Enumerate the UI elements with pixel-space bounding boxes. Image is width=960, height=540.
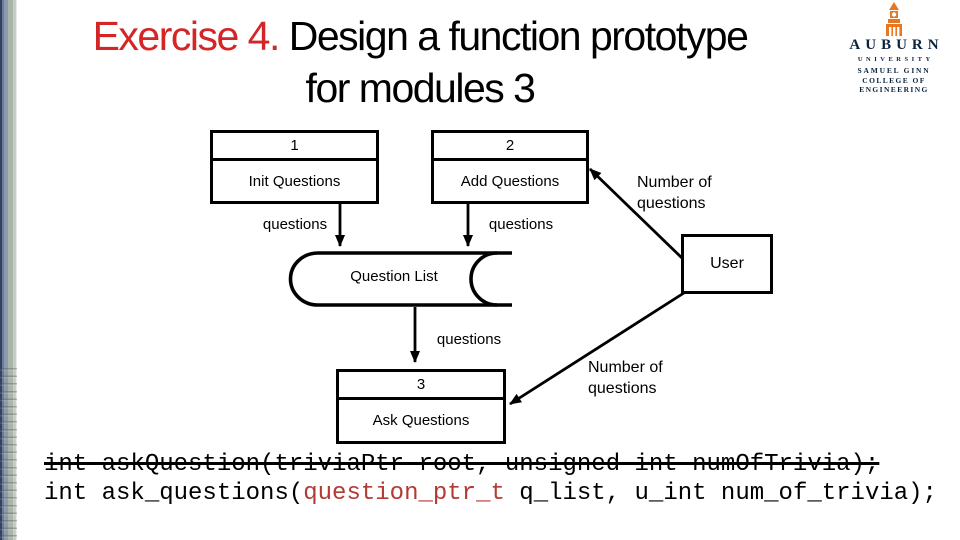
samford-tower-icon — [886, 2, 902, 36]
logo-college-line2: COLLEGE OF ENGINEERING — [859, 76, 929, 94]
code-block: int askQuestion(triviaPtr root, unsigned… — [44, 451, 954, 508]
external-entity-user: User — [681, 234, 773, 294]
process-name: Init Questions — [248, 172, 341, 190]
logo-university-sub: UNIVERSITY — [857, 56, 934, 63]
process-name: Add Questions — [460, 172, 560, 190]
slide-title: Exercise 4. Design a function prototype … — [30, 10, 810, 114]
auburn-logo: AUBURN UNIVERSITY SAMUEL GINN COLLEGE OF… — [828, 2, 960, 94]
code-new-prefix: int ask_questions( — [44, 479, 304, 507]
process-number: 1 — [213, 133, 376, 161]
process-number: 3 — [339, 372, 503, 400]
title-accent: Exercise 4. — [92, 13, 281, 59]
flow-label-questions-ask: questions — [436, 331, 502, 348]
left-border-ridges — [0, 368, 17, 540]
process-name: Ask Questions — [372, 412, 470, 429]
process-number: 2 — [434, 133, 586, 161]
flow-label-number-of-questions-top: Number of questions — [637, 174, 712, 212]
process-box-add-questions: 2 Add Questions — [431, 130, 589, 204]
flow-label-questions-add: questions — [488, 216, 554, 233]
process-box-init-questions: 1 Init Questions — [210, 130, 379, 204]
flow-label-number-of-questions-bottom: Number of questions — [588, 359, 663, 397]
title-line-2: for modules 3 — [305, 65, 536, 111]
external-entity-label: User — [710, 255, 744, 272]
code-new-prototype: int ask_questions(question_ptr_t q_list,… — [44, 480, 954, 509]
code-new-suffix: q_list, u_int num_of_trivia); — [504, 479, 937, 507]
logo-university-name: AUBURN — [849, 37, 944, 53]
left-border-decoration — [0, 0, 17, 540]
flow-label-questions-init: questions — [262, 216, 328, 233]
title-line-1: Exercise 4. Design a function prototype — [30, 10, 810, 62]
code-new-type: question_ptr_t — [303, 479, 505, 507]
title-main: Design a function prototype — [278, 13, 749, 59]
logo-college-line1: SAMUEL GINN — [857, 66, 931, 75]
code-old-prototype: int askQuestion(triviaPtr root, unsigned… — [44, 451, 880, 478]
datastore-label: Question List — [350, 268, 438, 285]
process-box-ask-questions: 3 Ask Questions — [336, 369, 506, 444]
